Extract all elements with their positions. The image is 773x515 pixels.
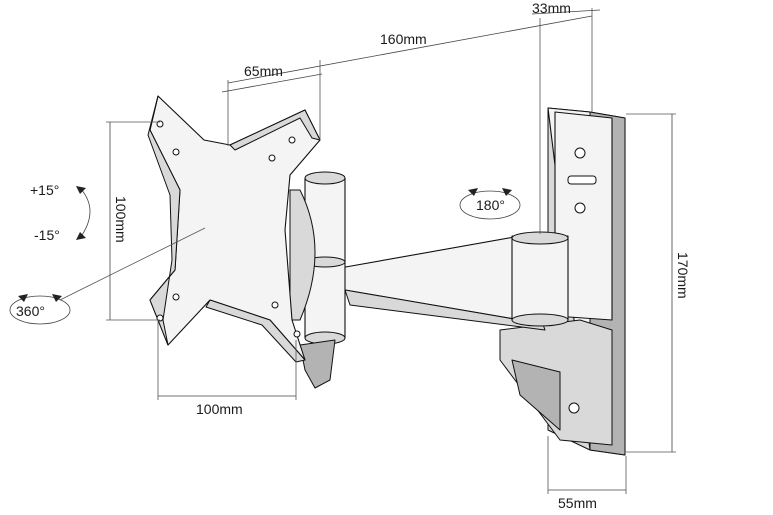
tilt-arrow-icon	[79, 187, 91, 239]
tilt-cylinder-top	[304, 171, 346, 185]
vesa-hole-5	[172, 293, 180, 301]
vesa-hole-8	[293, 330, 301, 338]
arm-pivot-bottom	[511, 313, 569, 327]
tilt-head	[289, 171, 346, 389]
label-vesa-width: 100mm	[196, 401, 243, 417]
rotation-arrows	[9, 186, 521, 325]
vesa-hole-1	[156, 120, 164, 128]
tilt-disc	[289, 189, 316, 321]
tilt-knob	[299, 339, 336, 389]
label-depth-back: 33mm	[532, 0, 571, 16]
label-arm-length: 160mm	[380, 31, 427, 47]
wall-plate-base-inner	[511, 359, 561, 431]
tilt-arrow-head-up-icon	[76, 186, 86, 194]
label-vesa-height: 100mm	[113, 196, 129, 243]
arm-pivot-column	[511, 235, 569, 321]
wall-plate-hole-mid	[574, 202, 586, 214]
label-wall-plate-width: 55mm	[558, 495, 597, 510]
swing-arm	[339, 231, 569, 331]
label-swivel-arm: 180°	[476, 197, 505, 213]
label-tilt-down: -15°	[34, 227, 60, 243]
swivel-180-arrow-2-icon	[502, 188, 512, 196]
vesa-hole-2	[172, 148, 180, 156]
wall-plate-hole-bottom	[568, 402, 580, 414]
vesa-plate-left-edge	[147, 95, 181, 346]
vesa-hole-3	[288, 136, 296, 144]
tilt-arrow-head-down-icon	[76, 232, 86, 240]
label-tilt-up: +15°	[30, 182, 59, 198]
swivel-180-ellipse-icon	[459, 190, 521, 220]
labels: 33mm 160mm 65mm 100mm 100mm 170mm 55mm +…	[16, 0, 691, 511]
label-rotate-screen: 360°	[16, 303, 45, 319]
label-plate-offset: 65mm	[244, 63, 283, 79]
dimension-lines	[59, 8, 676, 494]
wall-plate	[499, 107, 626, 456]
vesa-plate-top-edge	[229, 109, 321, 151]
rotate-360-arrow-icon	[18, 294, 28, 302]
wall-plate-slot	[567, 175, 597, 185]
vesa-plate	[147, 95, 321, 363]
vesa-hole-4	[268, 154, 276, 162]
label-wall-plate-height: 170mm	[675, 252, 691, 299]
swivel-180-arrow-icon	[468, 188, 478, 196]
wall-plate-hole-top	[574, 147, 586, 159]
vesa-hole-7	[271, 301, 279, 309]
rotate-360-ellipse-icon	[9, 295, 71, 325]
vesa-hole-6	[156, 314, 164, 322]
rotate-360-arrow-2-icon	[52, 294, 62, 302]
